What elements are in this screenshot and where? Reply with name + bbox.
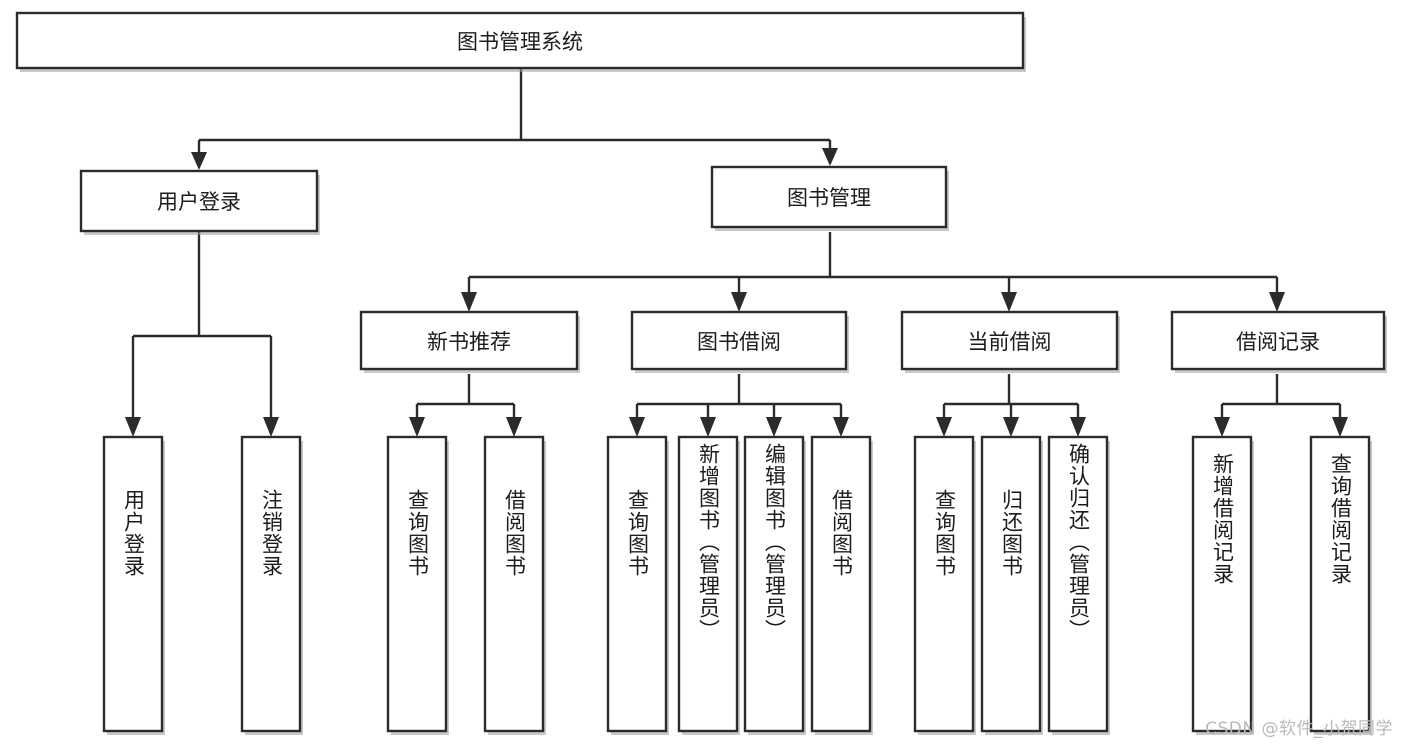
node-box-leaf-add-book[interactable]	[677, 435, 739, 733]
connector-layer	[125, 68, 1348, 437]
node-box-leaf-add-record[interactable]	[1191, 435, 1253, 733]
node-box-leaf-borrow-book-1[interactable]	[483, 435, 545, 733]
arrowhead-borrow-record	[1269, 292, 1285, 312]
node-box-new-book-recommend[interactable]	[359, 310, 579, 371]
arrowhead-user-login	[191, 152, 207, 170]
node-box-user-login[interactable]	[79, 169, 319, 233]
node-box-book-manage[interactable]	[710, 165, 948, 229]
node-box-borrow-record[interactable]	[1170, 310, 1386, 371]
arrowhead-book-borrow	[731, 292, 747, 312]
node-box-leaf-return-book[interactable]	[980, 435, 1042, 733]
arrowhead-leaf-edit-book	[766, 417, 782, 437]
arrowhead-leaf-query-book-1	[409, 417, 425, 437]
arrowhead-leaf-return-book	[1003, 417, 1019, 437]
arrowhead-leaf-borrow-book-1	[506, 417, 522, 437]
arrowhead-leaf-logout-login	[263, 417, 279, 437]
node-box-book-borrow[interactable]	[630, 310, 848, 371]
node-box-leaf-logout-login[interactable]	[240, 435, 302, 733]
arrowhead-leaf-query-book-3	[936, 417, 952, 437]
arrowhead-leaf-user-login	[125, 417, 141, 437]
watermark-text: CSDN @软件_小贺同学	[1205, 719, 1393, 739]
arrowhead-leaf-add-book	[700, 417, 716, 437]
node-box-root[interactable]	[15, 11, 1025, 70]
arrowhead-leaf-confirm-return	[1070, 417, 1086, 437]
node-box-leaf-confirm-return[interactable]	[1047, 435, 1109, 733]
arrowhead-leaf-borrow-book-2	[833, 417, 849, 437]
arrowhead-leaf-query-book-2	[629, 417, 645, 437]
node-box-leaf-query-record[interactable]	[1309, 435, 1371, 733]
node-box-leaf-user-login[interactable]	[102, 435, 164, 733]
node-box-leaf-query-book-1[interactable]	[386, 435, 448, 733]
arrowhead-current-borrow	[1001, 292, 1017, 312]
arrowhead-leaf-query-record	[1332, 417, 1348, 437]
arrowhead-book-manage	[822, 148, 838, 166]
node-box-leaf-query-book-2[interactable]	[606, 435, 668, 733]
arrowhead-new-book-recommend	[461, 292, 477, 312]
node-box-layer	[15, 11, 1387, 735]
arrowhead-leaf-add-record	[1214, 417, 1230, 437]
node-box-leaf-edit-book[interactable]	[743, 435, 805, 733]
node-box-leaf-query-book-3[interactable]	[913, 435, 975, 733]
node-box-leaf-borrow-book-2[interactable]	[810, 435, 872, 733]
node-box-current-borrow[interactable]	[900, 310, 1119, 371]
